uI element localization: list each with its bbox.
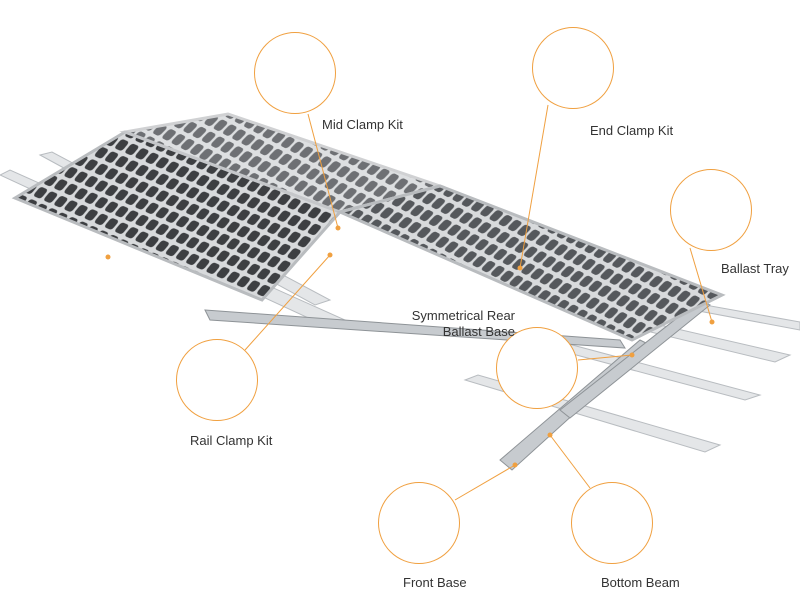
- rail-clamp-kit-callout: [176, 339, 258, 421]
- end-clamp-kit-label: End Clamp Kit: [590, 123, 674, 138]
- rear-ballast-base-label-line1: Symmetrical Rear: [411, 308, 515, 323]
- mid-clamp-kit-label: Mid Clamp Kit: [322, 117, 403, 132]
- front-base-callout: [378, 482, 460, 564]
- bottom-beam-label: Bottom Beam: [601, 575, 680, 590]
- rear-ballast-base-label: Symmetrical Rear Ballast Base: [407, 308, 515, 339]
- rear-ballast-base-callout: [496, 327, 578, 409]
- rail-clamp-kit-label: Rail Clamp Kit: [190, 433, 273, 448]
- front-base-label: Front Base: [403, 575, 467, 590]
- ballast-tray-callout: [670, 169, 752, 251]
- solar-panel-right: [335, 184, 726, 342]
- mid-clamp-kit-callout: [254, 32, 336, 114]
- leader-lines: [244, 104, 713, 501]
- end-clamp-kit-callout: [532, 27, 614, 109]
- leader-dots: [105, 225, 715, 468]
- bottom-beam-callout: [571, 482, 653, 564]
- ballast-tray-label: Ballast Tray: [721, 261, 789, 276]
- rear-ballast-base-label-line2: Ballast Base: [442, 324, 515, 339]
